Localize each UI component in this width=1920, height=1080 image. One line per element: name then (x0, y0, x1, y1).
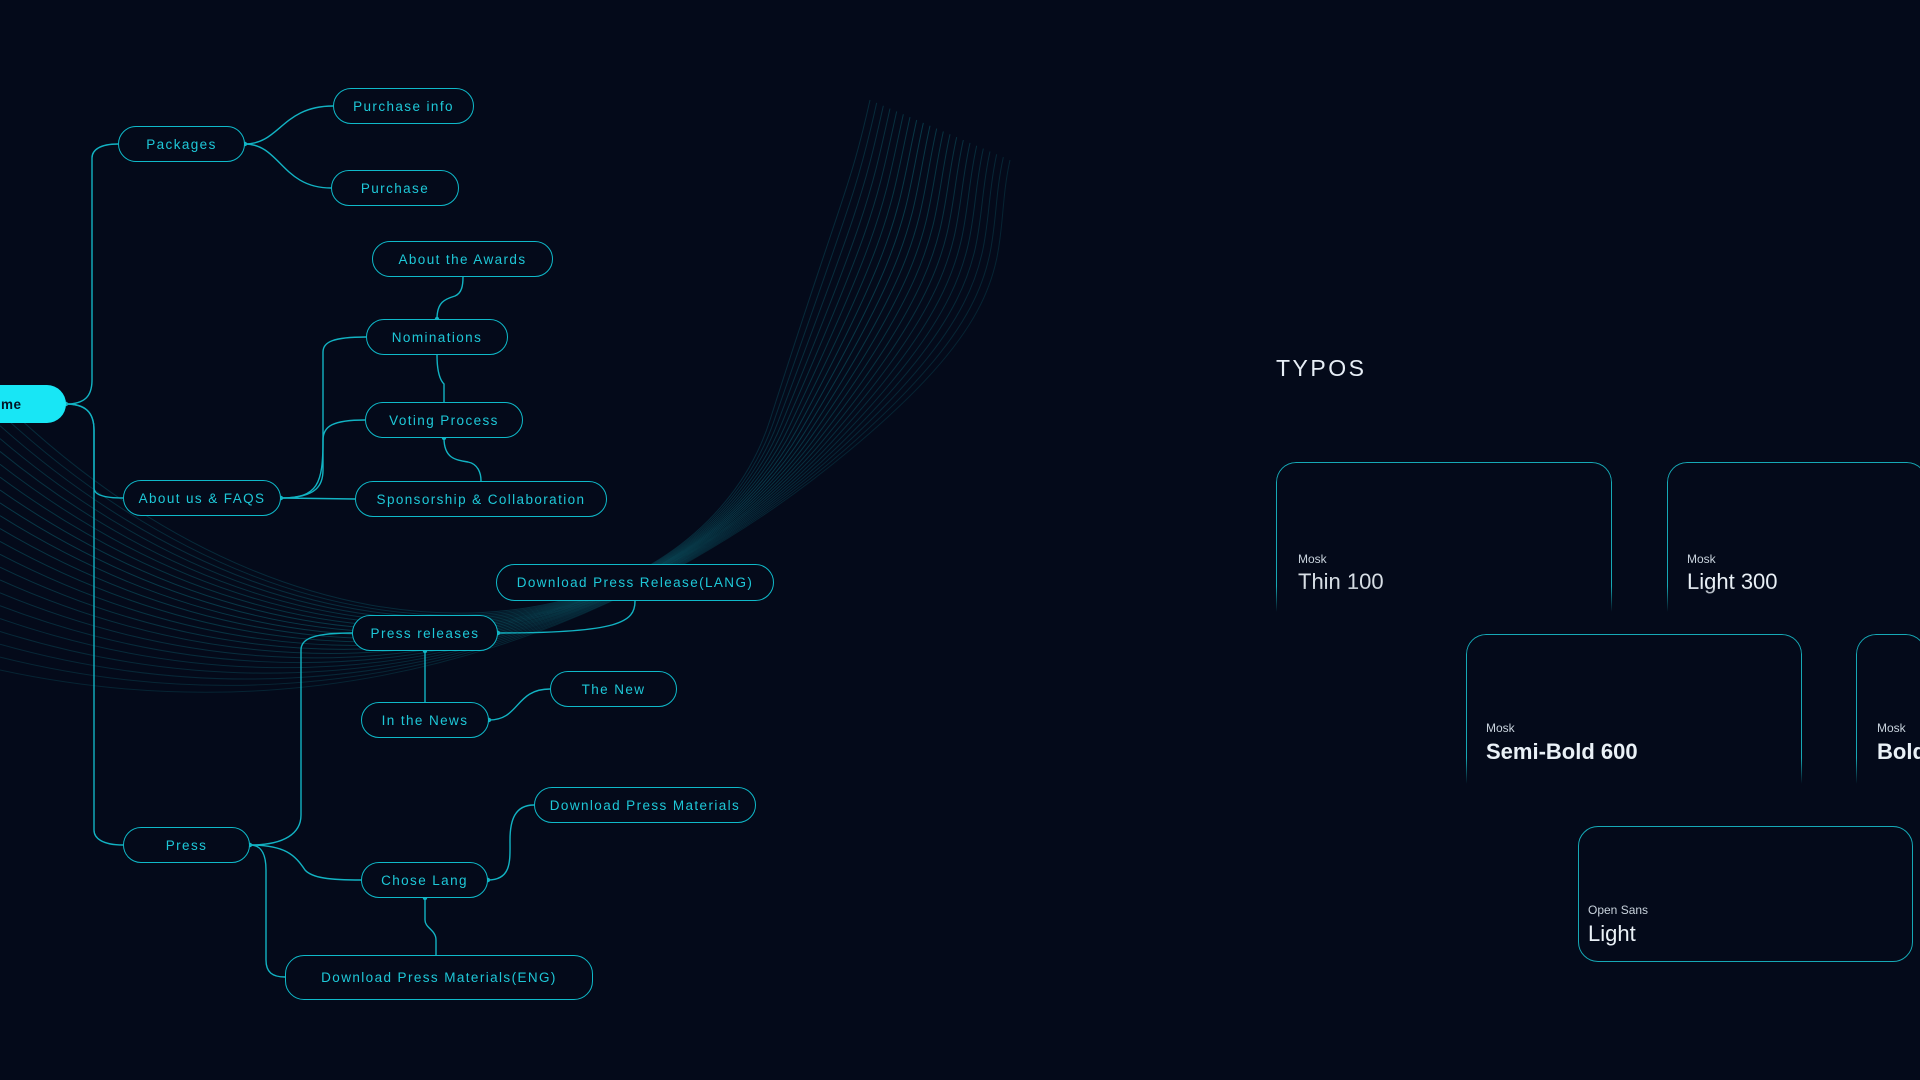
sitemap-node-download-materials[interactable]: Download Press Materials (534, 787, 756, 823)
font-family-label: Mosk (1687, 552, 1716, 566)
sitemap-node-download-materials-eng[interactable]: Download Press Materials(ENG) (285, 955, 593, 1000)
sitemap-node-chose-lang[interactable]: Chose Lang (361, 862, 488, 898)
font-weight-label: Semi-Bold 600 (1486, 739, 1638, 764)
sitemap-node-purchase[interactable]: Purchase (331, 170, 459, 206)
font-family-label: Mosk (1486, 721, 1515, 735)
sitemap-node-download-release-lang[interactable]: Download Press Release(LANG) (496, 564, 774, 601)
font-card-mosk-light: Mosk Light 300 (1667, 462, 1920, 612)
font-family-label: Mosk (1298, 552, 1327, 566)
font-card-mosk-semibold: Mosk Semi-Bold 600 (1466, 634, 1802, 784)
font-family-label: Mosk (1877, 721, 1906, 735)
sitemap-node-about-awards[interactable]: About the Awards (372, 241, 553, 277)
sitemap-node-about-faqs[interactable]: About us & FAQS (123, 480, 281, 516)
font-card-mosk-thin: Mosk Thin 100 (1276, 462, 1612, 612)
font-card-open-sans-light: Open Sans Light (1578, 826, 1913, 962)
sitemap-node-press[interactable]: Press (123, 827, 250, 863)
sitemap-node-nominations[interactable]: Nominations (366, 319, 508, 355)
font-weight-label: Light (1588, 921, 1636, 946)
font-weight-label: Bold (1877, 739, 1920, 764)
sitemap-node-home[interactable]: me (0, 385, 66, 423)
font-weight-label: Thin 100 (1298, 569, 1384, 594)
font-weight-label: Light 300 (1687, 569, 1778, 594)
sitemap-node-press-releases[interactable]: Press releases (352, 615, 498, 651)
font-card-mosk-bold: Mosk Bold (1856, 634, 1920, 784)
sitemap-node-in-the-news[interactable]: In the News (361, 702, 489, 738)
sitemap-node-voting-process[interactable]: Voting Process (365, 402, 523, 438)
typos-heading: TYPOS (1276, 355, 1367, 381)
sitemap-node-sponsorship[interactable]: Sponsorship & Collaboration (355, 481, 607, 517)
sitemap-node-packages[interactable]: Packages (118, 126, 245, 162)
sitemap-node-purchase-info[interactable]: Purchase info (333, 88, 474, 124)
sitemap-node-the-new[interactable]: The New (550, 671, 677, 707)
font-family-label: Open Sans (1588, 903, 1649, 917)
